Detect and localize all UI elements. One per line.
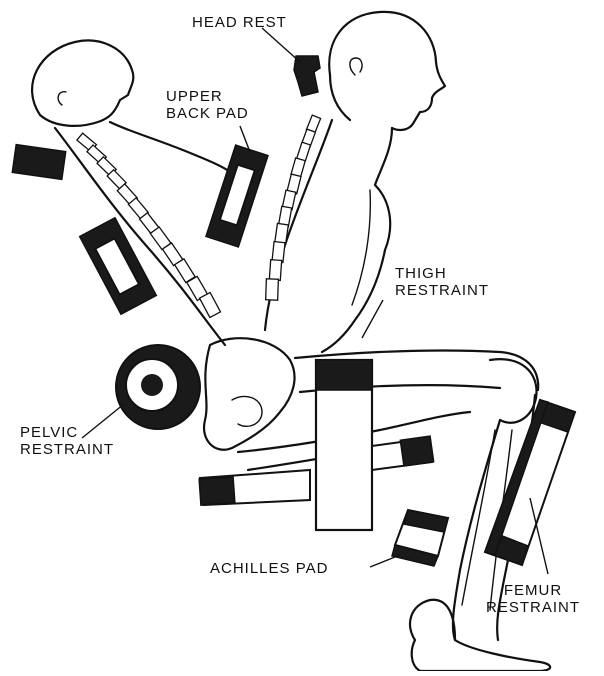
thigh-restraint-label-line2: RESTRAINT bbox=[395, 282, 489, 299]
thigh-restraint-post bbox=[316, 360, 372, 530]
upright-knee bbox=[490, 359, 537, 423]
upright-front bbox=[322, 128, 392, 352]
upper-back-pad bbox=[206, 145, 268, 247]
head-rest-label: HEAD REST bbox=[192, 14, 287, 31]
femur-restraint-label-line1: FEMUR bbox=[486, 582, 580, 599]
reclined-back bbox=[110, 122, 230, 172]
reclined-ear bbox=[58, 92, 66, 105]
achilles-pad bbox=[392, 510, 448, 566]
femur-restraint-label-line2: RESTRAINT bbox=[486, 599, 580, 616]
upper-back-pad-label-line1: UPPER bbox=[166, 88, 249, 105]
upright-ear bbox=[350, 58, 362, 75]
upright-head bbox=[329, 12, 445, 130]
upright-spine bbox=[266, 115, 321, 300]
reclined-head bbox=[32, 40, 133, 125]
seat-bar-upper bbox=[372, 436, 434, 470]
pelvic-restraint-label-line2: RESTRAINT bbox=[20, 441, 114, 458]
reclined-pelvis bbox=[204, 338, 295, 450]
pelvic-restraint-label-line1: PELVIC bbox=[20, 424, 114, 441]
reclined-back-pad bbox=[80, 218, 157, 314]
upper-back-pad-label-line2: BACK PAD bbox=[166, 105, 249, 122]
thigh-restraint-label-line1: THIGH bbox=[395, 265, 489, 282]
achilles-pad-label: ACHILLES PAD bbox=[210, 560, 328, 577]
head-rest-pad bbox=[294, 56, 320, 96]
thigh-restraint-label: THIGH RESTRAINT bbox=[395, 265, 489, 299]
seat-bar-lower bbox=[199, 470, 310, 505]
reclined-head-pad bbox=[12, 145, 65, 180]
pelvic-restraint-label: PELVIC RESTRAINT bbox=[20, 424, 114, 458]
femur-restraint-label: FEMUR RESTRAINT bbox=[486, 582, 580, 616]
head-rest-leader bbox=[262, 28, 300, 62]
pelvic-restraint-roller bbox=[116, 345, 200, 429]
upper-back-pad-label: UPPER BACK PAD bbox=[166, 88, 249, 122]
achilles-pad-leader bbox=[370, 555, 400, 567]
